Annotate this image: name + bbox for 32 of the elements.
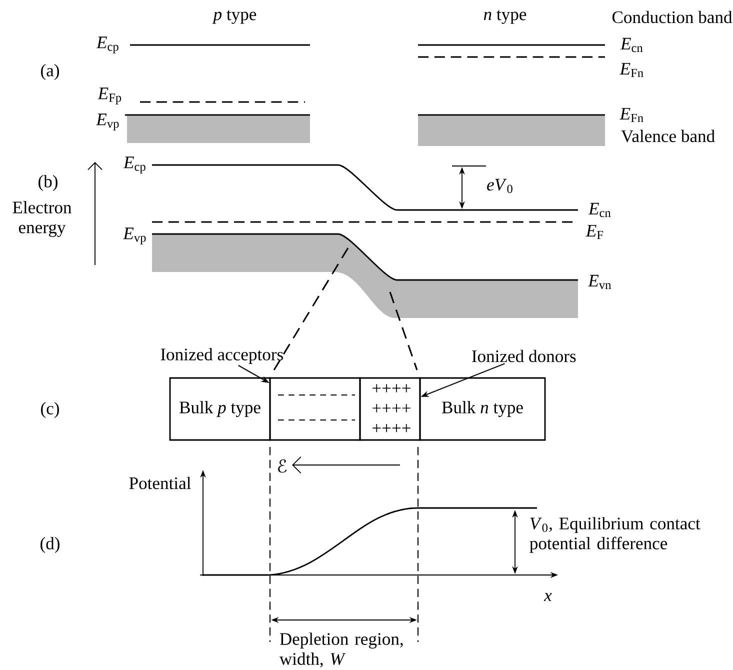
callout-text: Ionized acceptors	[160, 348, 283, 364]
panel-label: (d)	[40, 537, 60, 553]
level-label: E$_{Fn}$	[620, 108, 644, 122]
level-label: E$_{cn}$	[620, 38, 643, 52]
type-label: p type	[212, 10, 256, 24]
axis-label: x	[544, 592, 552, 602]
level-label: E$_{F}$	[586, 224, 604, 240]
dimension-label: V$_{0}$, Equilibrium contact potential difference	[530, 517, 700, 553]
level-label: E$_{Fp}$	[98, 88, 122, 104]
panel-label: (c)	[41, 402, 59, 418]
callout-text: Ionized donors	[472, 350, 576, 362]
region-box: Bulk n type	[419, 377, 546, 441]
field-label: ℰ	[278, 459, 287, 473]
level-label: E$_{cp}$	[123, 156, 146, 174]
band-label: Conduction band	[612, 10, 732, 24]
panel-label: (b)	[38, 175, 58, 191]
level-label: E$_{vp}$	[123, 228, 146, 244]
axis-label: Potential	[129, 476, 191, 490]
region-box: Bulk p type	[169, 377, 271, 441]
level-label: E$_{cn}$	[588, 202, 611, 218]
level-label: E$_{Fn}$	[620, 62, 644, 78]
region-box: ++++ ++++ ++++	[359, 377, 421, 441]
band-label: Valence band	[621, 130, 715, 142]
dimension-label: eV$_{0}$	[487, 178, 512, 194]
region-box	[269, 377, 361, 441]
type-label: n type	[484, 10, 526, 24]
dimension-label: Depletion region, width, W	[279, 632, 403, 668]
level-label: E$_{cp}$	[96, 36, 118, 54]
level-label: E$_{vp}$	[96, 114, 119, 130]
panel-label: (a)	[41, 64, 59, 80]
axis-label: Electron energy	[12, 201, 72, 237]
level-label: E$_{vn}$	[588, 274, 612, 290]
